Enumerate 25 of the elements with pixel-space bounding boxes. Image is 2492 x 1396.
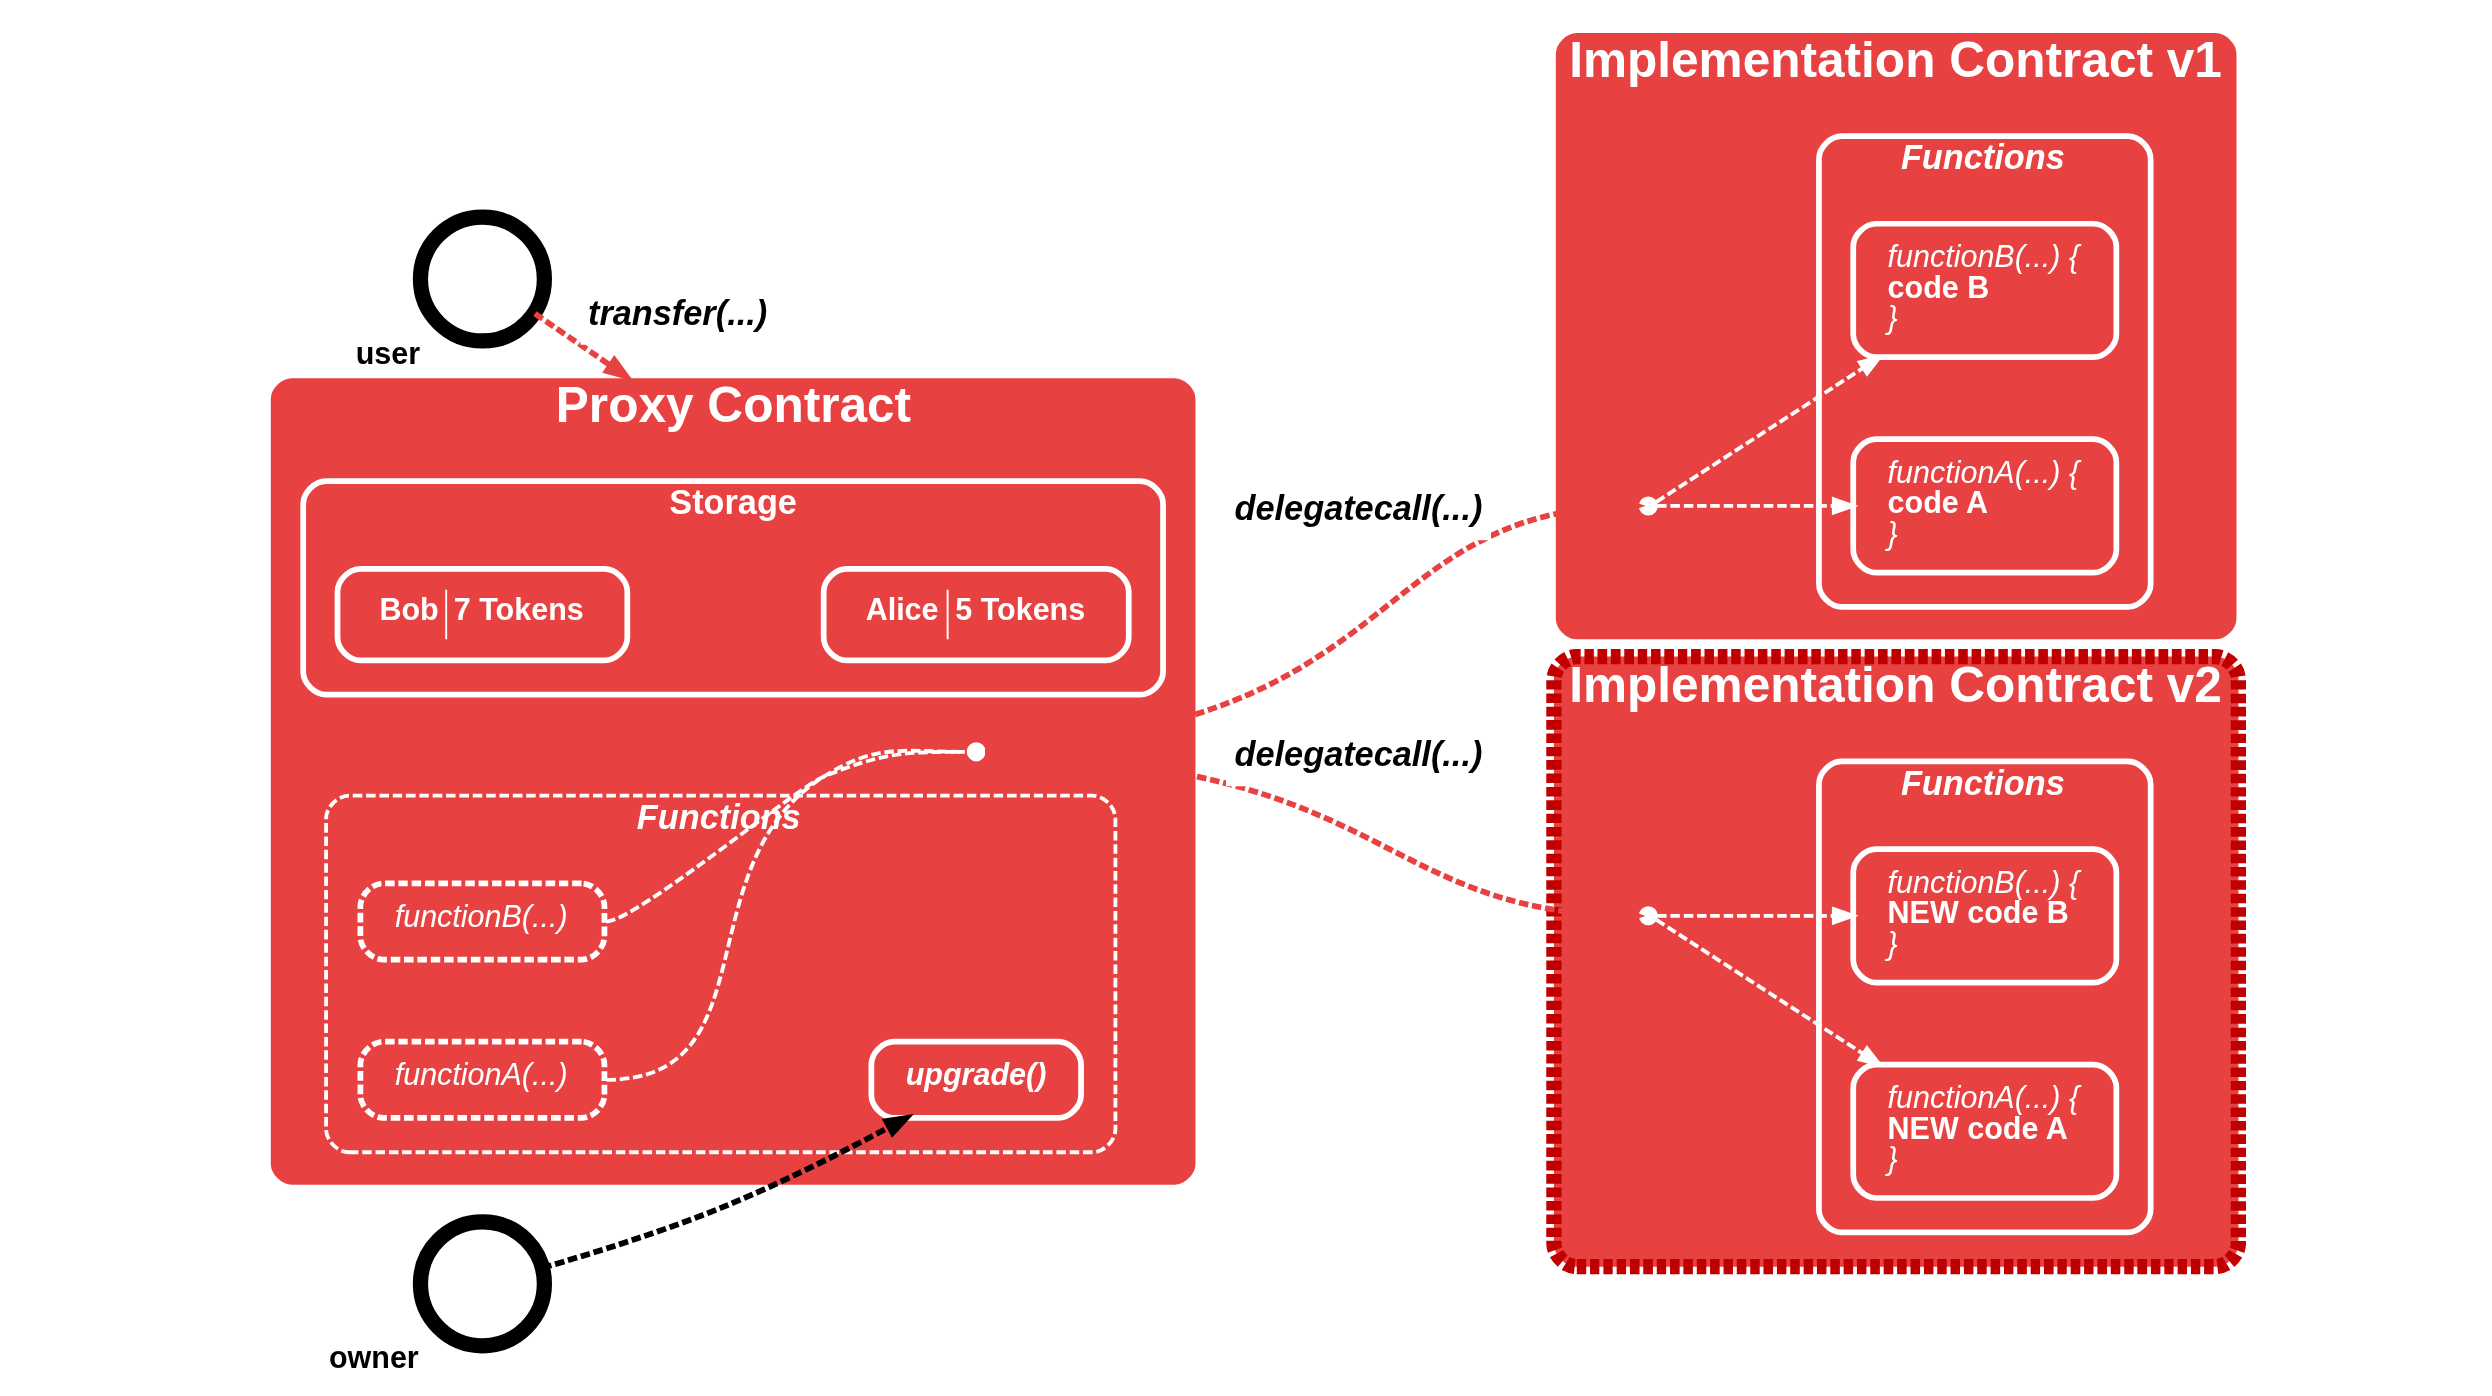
node-box: functionA(...) { code A } xyxy=(1850,436,2120,576)
arrow xyxy=(1657,496,1859,516)
node-box: functionA(...) xyxy=(357,1038,608,1121)
connector xyxy=(606,748,965,1082)
arrow xyxy=(533,311,634,382)
node-label: user xyxy=(355,335,421,370)
node-circle xyxy=(966,742,986,762)
node-circle xyxy=(1638,906,1658,926)
node-circle xyxy=(1638,496,1658,516)
node-box: Alice 5 Tokens xyxy=(820,565,1132,664)
node-person xyxy=(412,209,552,349)
edge-label: transfer(...) xyxy=(588,293,768,332)
arrow xyxy=(1657,906,1859,926)
connector xyxy=(605,749,965,924)
node-box: Bob 7 Tokens xyxy=(334,565,631,664)
edge-label: delegatecall(...) xyxy=(1234,734,1483,773)
node-label: owner xyxy=(328,1340,419,1375)
arrow xyxy=(1655,354,1885,504)
node-box: functionB(...) xyxy=(357,880,608,963)
node-box: functionB(...) { code B } xyxy=(1850,220,2120,361)
node-box: functionA(...) { NEW code A } xyxy=(1850,1061,2120,1201)
arrow xyxy=(1655,918,1885,1068)
node-box: functionB(...) { NEW code B } xyxy=(1850,846,2120,986)
edge-label: delegatecall(...) xyxy=(1234,489,1483,528)
node-box: upgrade() xyxy=(868,1038,1084,1121)
